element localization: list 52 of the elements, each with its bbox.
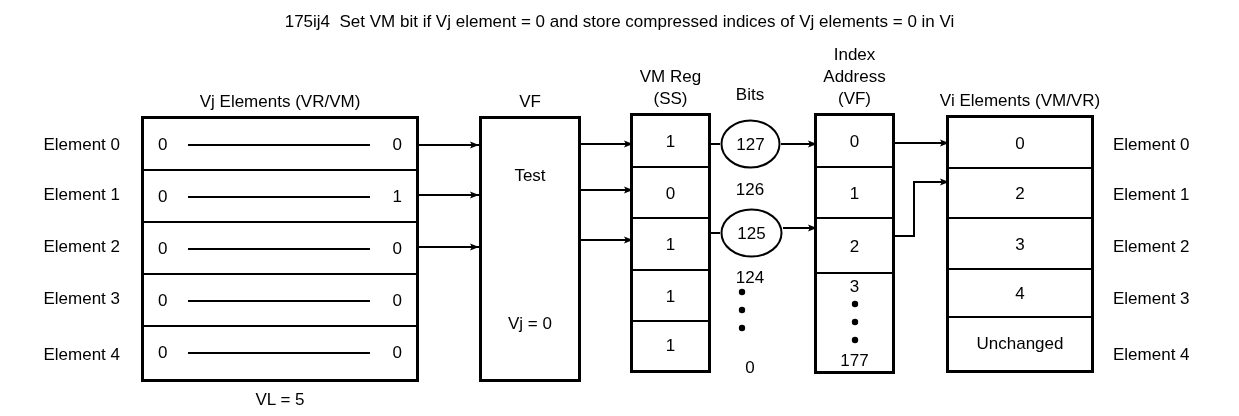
- cell-value: 1: [664, 287, 677, 305]
- register-heading: VM Reg (SS): [638, 65, 703, 110]
- bit-value: 1: [392, 188, 402, 205]
- cell-value: 0: [664, 184, 677, 202]
- column-heading: Bits: [734, 86, 766, 103]
- bit-number: 125: [736, 225, 767, 242]
- element-label: Element 1: [42, 186, 120, 203]
- bit-value: 0: [158, 344, 168, 361]
- element-label: Element 4: [1113, 346, 1190, 363]
- index-value: 177: [839, 352, 870, 369]
- cell-value: 1: [664, 236, 677, 253]
- element-label: Element 3: [42, 290, 120, 307]
- cell-value: 2: [848, 237, 861, 255]
- cell-value: 0: [848, 133, 861, 150]
- cell-value: 0: [1014, 134, 1026, 152]
- register-heading: VF: [518, 90, 542, 113]
- bit-value: 0: [392, 344, 402, 361]
- element-label: Element 4: [42, 346, 120, 363]
- cell-value: 1: [664, 337, 677, 354]
- bit-number: 0: [744, 359, 756, 376]
- bit-number: 126: [734, 181, 766, 198]
- element-label: Element 2: [42, 238, 120, 255]
- vector-length: VL = 5: [254, 391, 306, 408]
- index-value: 3: [848, 278, 861, 295]
- bit-value: 0: [158, 136, 168, 153]
- element-label: Element 3: [1113, 290, 1190, 307]
- box-text: Vj = 0: [507, 315, 553, 332]
- element-label: Element 0: [1113, 136, 1190, 153]
- bit-value: 0: [158, 292, 168, 309]
- bit-value: 0: [392, 240, 402, 257]
- cell-value: Unchanged: [975, 335, 1065, 352]
- bit-value: 0: [392, 136, 402, 153]
- bit-number: 124: [734, 269, 766, 286]
- title: 175ij4 Set VM bit if Vj element = 0 and store compressed indices of Vj elements = 0 in Vi: [283, 12, 956, 32]
- register-heading: Vi Elements (VM/VR): [938, 89, 1102, 112]
- element-label: Element 1: [1113, 186, 1190, 203]
- bit-value: 0: [158, 240, 168, 257]
- cell-value: 4: [1014, 285, 1026, 302]
- bit-value: 0: [392, 292, 402, 309]
- element-label: Element 2: [1113, 238, 1190, 255]
- bit-value: 0: [158, 188, 168, 205]
- cell-value: 2: [1014, 185, 1026, 202]
- register-heading: Vj Elements (VR/VM): [198, 90, 362, 113]
- cell-value: 3: [1014, 235, 1026, 253]
- cell-value: 1: [848, 184, 861, 202]
- bit-number: 127: [735, 136, 766, 153]
- register-heading: Index Address (VF): [822, 43, 887, 110]
- cell-value: 1: [664, 133, 677, 150]
- bit-ellipse: [720, 208, 783, 258]
- bit-ellipse: [720, 119, 781, 169]
- box-text: Test: [513, 167, 547, 184]
- element-label: Element 0: [42, 136, 120, 153]
